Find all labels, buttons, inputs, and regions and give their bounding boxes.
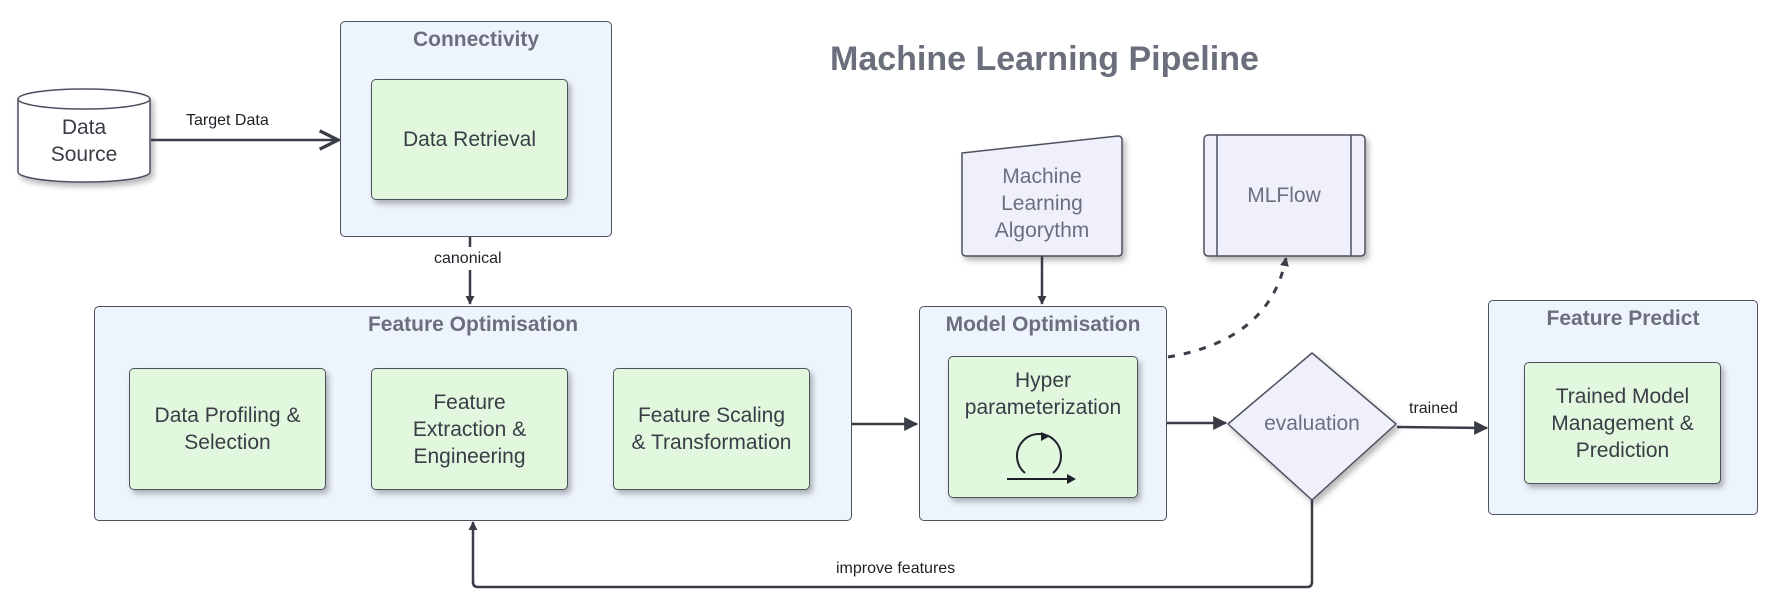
mlflow-shape: [1203, 134, 1366, 257]
edge-label-trained: trained: [1409, 400, 1458, 417]
evaluation-label: evaluation: [1264, 412, 1360, 435]
connectivity-label: Connectivity: [412, 28, 540, 51]
edge-label-improve-features: improve features: [836, 560, 956, 577]
ml-algorithm-label: Machine Learning Algorythm: [994, 164, 1090, 242]
edge-evaluation-to-predict: [1396, 420, 1489, 435]
cycle-arrow-icon: [1007, 432, 1076, 484]
feature-extraction-node: Feature Extraction & Engineering: [371, 368, 568, 490]
feature-optimisation-label: Feature Optimisation: [367, 313, 579, 336]
edge-model-opt-to-mlflow: [1167, 257, 1289, 359]
hyper-parameterization-label: Hyper parameterization: [964, 369, 1122, 419]
edge-label-canonical: canonical: [432, 250, 504, 268]
mlflow-label: MLFlow: [1247, 183, 1321, 207]
page-title: Machine Learning Pipeline: [830, 40, 1259, 78]
data-source-label: Data Source: [50, 116, 118, 166]
hyper-parameterization-node: Hyper parameterization: [948, 356, 1138, 498]
feature-scaling-node: Feature Scaling & Transformation: [613, 368, 810, 490]
data-source-cylinder: [17, 88, 151, 183]
feature-predict-label: Feature Predict: [1546, 307, 1700, 330]
edge-label-target-data: Target Data: [186, 112, 269, 129]
edge-improve-features: [468, 500, 1314, 589]
data-profiling-node: Data Profiling & Selection: [129, 368, 326, 490]
ml-algorithm-shape: [961, 135, 1123, 257]
trained-model-node: Trained Model Management & Prediction: [1524, 362, 1721, 484]
model-optimisation-label: Model Optimisation: [945, 313, 1141, 336]
data-retrieval-node: Data Retrieval: [371, 79, 568, 200]
